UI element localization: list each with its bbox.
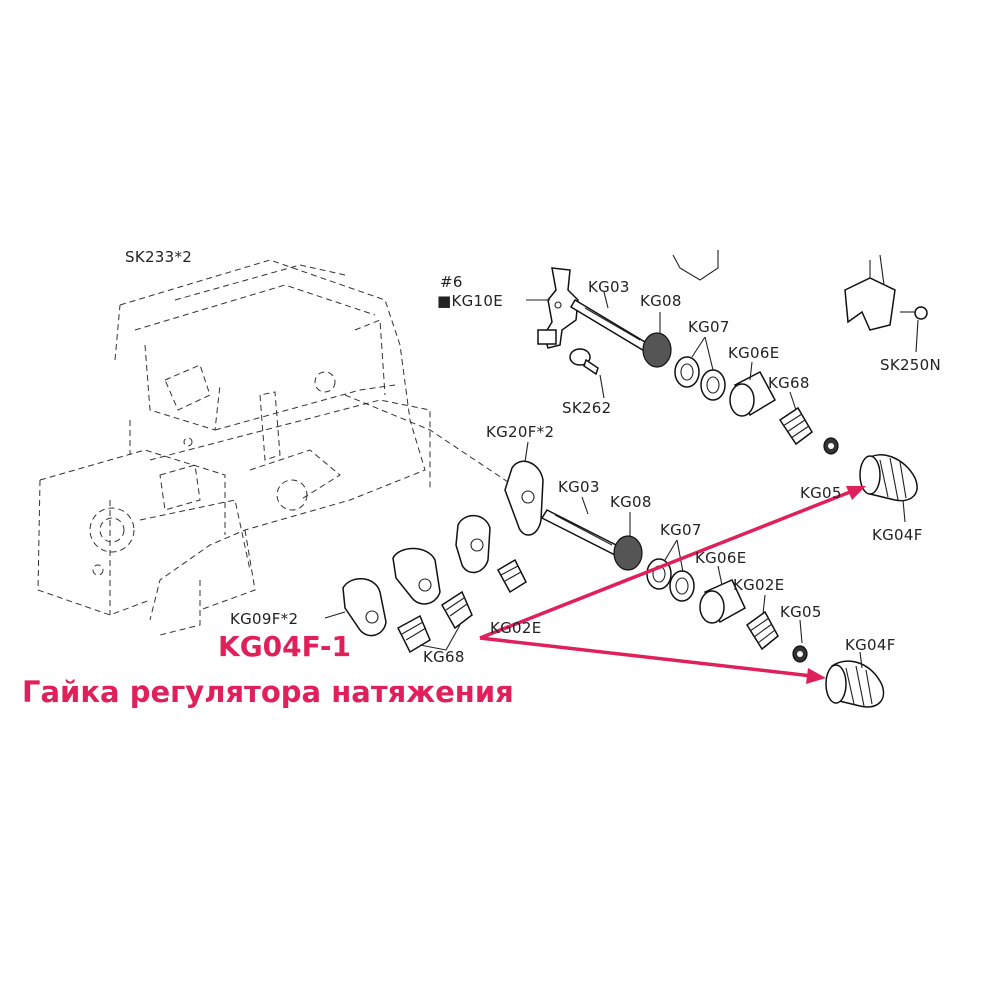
washers-kg07-top [674,336,726,401]
callout-part-description: Гайка регулятора натяжения [22,675,514,709]
label-kg04f-top: KG04F [872,526,923,544]
label-kg09f: KG09F*2 [230,610,298,628]
disc-kg08-top [642,312,672,368]
partial-part-top [672,250,719,281]
label-kg06e-bot: KG06E [695,549,747,567]
disc-kg08-bot [613,512,643,571]
plates-kg09f [324,514,491,637]
oring-kg05-bot-hole [797,651,803,657]
label-kg04f-bot: KG04F [845,636,896,654]
label-kg05-top: KG05 [800,484,842,502]
spring-kg02e-bot [745,594,779,651]
label-kg20f: KG20F*2 [486,423,554,441]
spring-kg68-top [778,391,813,446]
oring-kg05-top-hole [828,443,834,449]
sleeve-kg06e-top [729,361,776,417]
bracket-top-right [844,254,928,353]
label-sk233: SK233*2 [125,248,192,266]
sleeve-kg06e-bot [699,565,746,624]
label-kg07-bot: KG07 [660,521,702,539]
label-kg02e-bot: KG02E [733,576,785,594]
label-kg02e-left: KG02E [490,619,542,637]
callout-part-number: KG04F-1 [218,630,352,663]
label-kg06e-top: KG06E [728,344,780,362]
label-kg10e: ■KG10E [437,292,503,310]
screw-sk262 [569,348,605,399]
machine-housing [37,259,521,636]
label-sk250n: SK250N [880,356,941,374]
callout-arrows [479,486,866,684]
label-kg08-top: KG08 [640,292,682,310]
label-kg05-bot: KG05 [780,603,822,621]
knob-kg04f-bot [825,651,885,708]
plate-kg20f [504,441,544,536]
springs-left [397,558,527,654]
label-kg03-top: KG03 [588,278,630,296]
stud-kg03-top [569,291,652,354]
knob-kg04f-top [859,454,918,523]
label-kg07-top: KG07 [688,318,730,336]
label-kg03-bot: KG03 [558,478,600,496]
label-sk262: SK262 [562,399,612,417]
label-kg08-bot: KG08 [610,493,652,511]
label-kg68-bot: KG68 [423,648,465,666]
leader-kg05-bot [799,619,803,644]
bracket-kg10e [526,267,579,349]
label-kg68-top: KG68 [768,374,810,392]
label-hash6: #6 [440,273,463,291]
